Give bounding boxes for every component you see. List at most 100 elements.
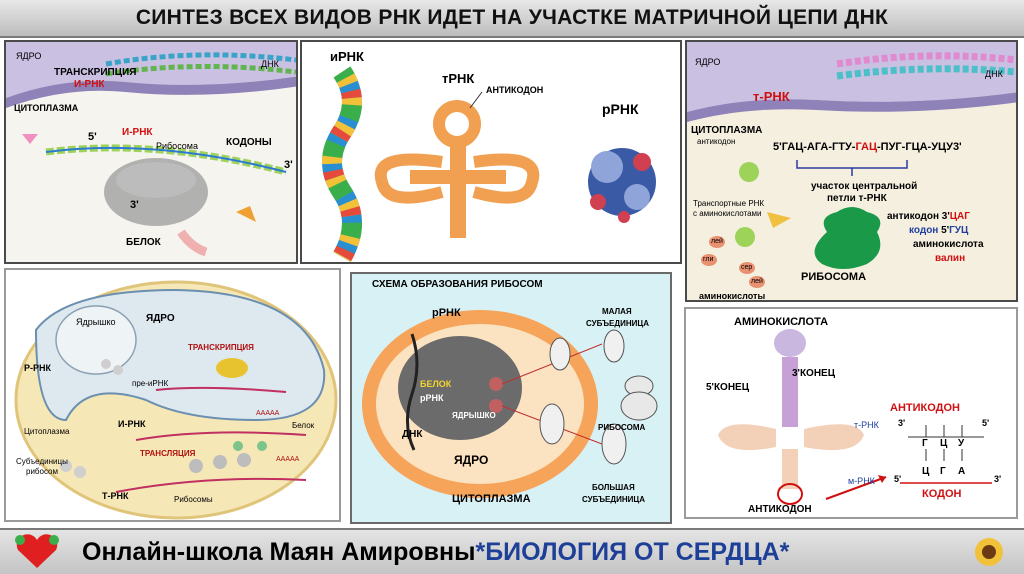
loop-label-line1: участок центральной xyxy=(811,181,918,192)
amino-label: аминокислота xyxy=(913,239,984,250)
tag-ley-2: лей xyxy=(751,278,763,285)
three-prime-label-a: 3' xyxy=(284,159,293,171)
heart-logo-icon xyxy=(15,534,59,568)
trna-title: тРНК xyxy=(442,71,475,86)
rrna-label: Р-РНК xyxy=(24,363,51,373)
trna-label: т-РНК xyxy=(854,420,879,430)
rrna-title: рРНК xyxy=(602,101,639,117)
ribosome-formation-diagram xyxy=(362,310,658,498)
tag-gli: гли xyxy=(703,256,714,263)
small-subunit-line2: СУБЪЕДИНИЦА xyxy=(586,319,649,328)
trna-prime-right: 5' xyxy=(982,418,990,428)
codon-base-1: Ц xyxy=(922,466,930,477)
codon-pairing-diagram xyxy=(718,329,992,505)
small-subunit-line1: МАЛАЯ xyxy=(602,307,632,316)
tag-ley: лей xyxy=(711,238,723,245)
tag-ser: сер xyxy=(741,264,753,271)
anticodon-base-2: Ц xyxy=(940,438,948,449)
protein-label: БЕЛОК xyxy=(126,237,161,248)
nucleolus-label: ЯДРЫШКО xyxy=(452,411,496,420)
ribosome-label: Рибосома xyxy=(156,141,198,151)
mrna-prime-left: 5' xyxy=(894,474,902,484)
mrna-label: И-РНК xyxy=(74,79,105,90)
cell-panel: ЯДРО Ядрышко Р-РНК ТРАНСКРИПЦИЯ пре-иРНК… xyxy=(4,268,341,522)
codon-pairing-panel: АМИНОКИСЛОТА 5'КОНЕЦ 3'КОНЕЦ АНТИКОДОН т… xyxy=(684,307,1018,519)
trna-label: Т-РНК xyxy=(102,491,129,501)
protein-label: БЕЛОК xyxy=(420,379,452,389)
dna-label: ДНК xyxy=(261,59,279,69)
loop-label-line2: петли т-РНК xyxy=(827,193,887,204)
transcription-label: ТРАНСКРИПЦИЯ xyxy=(54,67,137,78)
translation-label: ТРАНСЛЯЦИЯ xyxy=(140,449,196,458)
header-bar: СИНТЕЗ ВСЕХ ВИДОВ РНК ИДЕТ НА УЧАСТКЕ МА… xyxy=(0,0,1024,38)
ribosomes-label: Рибосомы xyxy=(174,495,213,504)
anticodon-row: антикодон 3'ЦАГ xyxy=(887,211,970,222)
pre-mrna-label: пре-иРНК xyxy=(132,379,169,388)
trna-prime-left: 3' xyxy=(898,418,906,428)
anticodon-bottom-label: АНТИКОДОН xyxy=(748,504,812,515)
cell-diagram xyxy=(14,280,338,520)
codon-base-2: Г xyxy=(940,466,946,477)
anticodon-base-3: У xyxy=(958,438,965,449)
mrna-title: иРНК xyxy=(330,49,364,64)
footer-bar: Онлайн-школа Маян Амировны*БИОЛОГИЯ ОТ С… xyxy=(0,528,1024,574)
ribosome-formation-title: СХЕМА ОБРАЗОВАНИЯ РИБОСОМ xyxy=(372,279,543,290)
large-subunit-line1: БОЛЬШАЯ xyxy=(592,483,635,492)
polya-tail-a: AAAAA xyxy=(256,410,280,417)
mrna-label: м-РНК xyxy=(848,476,875,486)
subunits-line1: Субъединицы xyxy=(16,457,68,466)
transcription-panel: ЯДРО ДНК ТРАНСКРИПЦИЯ И-РНК ЦИТОПЛАЗМА 5… xyxy=(4,40,298,264)
rna-sequence: 5'ГАЦ-АГА-ГТУ-ГАЦ-ПУГ-ГЦА-УЦУ3' xyxy=(773,141,962,153)
transcription-label: ТРАНСКРИПЦИЯ xyxy=(188,343,254,352)
anticodon-base-1: Г xyxy=(922,438,928,449)
school-slogan: *БИОЛОГИЯ ОТ СЕРДЦА* xyxy=(475,538,790,566)
cytoplasm-label: ЦИТОПЛАЗМА xyxy=(452,493,531,505)
ribosome-label: РИБОСОМА xyxy=(598,423,646,432)
transcription-diagram xyxy=(6,42,296,257)
cytoplasm-label: ЦИТОПЛАЗМА xyxy=(14,103,79,113)
ribosome-label: РИБОСОМА xyxy=(801,271,867,283)
footer-text: Онлайн-школа Маян Амировны*БИОЛОГИЯ ОТ С… xyxy=(82,538,789,567)
codon-base-3: А xyxy=(958,466,966,477)
rna-types-panel: иРНК тРНК АНТИКОДОН рРНК xyxy=(300,40,682,264)
five-prime-label: 5' xyxy=(88,131,97,143)
translation-diagram xyxy=(687,42,1016,288)
mrna-prime-right: 3' xyxy=(994,474,1002,484)
nucleolus-label: Ядрышко xyxy=(76,317,116,327)
mrna-label: И-РНК xyxy=(118,419,146,429)
codons-label: КОДОНЫ xyxy=(226,137,272,148)
ribosome-formation-panel: СХЕМА ОБРАЗОВАНИЯ РИБОСОМ рРНК МАЛАЯ СУБ… xyxy=(350,272,672,524)
protein-label: Белок xyxy=(292,421,315,430)
five-end-label: 5'КОНЕЦ xyxy=(706,382,750,393)
mrna-label-2: И-РНК xyxy=(122,127,153,138)
amino-value: валин xyxy=(935,253,966,264)
anticodon-label: АНТИКОДОН xyxy=(486,85,544,95)
transport-line1: Транспортные РНК xyxy=(693,199,765,208)
rrna-label: рРНК xyxy=(432,307,461,319)
three-end-label: 3'КОНЕЦ xyxy=(792,368,836,379)
cytoplasm-label: Цитоплазма xyxy=(24,427,70,436)
amino-acid-label: АМИНОКИСЛОТА xyxy=(734,316,829,328)
translation-panel: ЯДРО ДНК т-РНК ЦИТОПЛАЗМА антикодон 5'ГА… xyxy=(685,40,1018,302)
anticodon-title: АНТИКОДОН xyxy=(890,402,960,414)
page-title: СИНТЕЗ ВСЕХ ВИДОВ РНК ИДЕТ НА УЧАСТКЕ МА… xyxy=(135,6,889,29)
dna-label: ДНК xyxy=(985,69,1003,79)
large-subunit-line2: СУБЪЕДИНИЦА xyxy=(582,495,645,504)
nucleus-label: ЯДРО xyxy=(695,57,721,67)
amino-acids-label: аминокислоты xyxy=(699,291,766,301)
transport-line2: с аминокислотами xyxy=(693,209,762,218)
nucleus-label: ЯДРО xyxy=(454,453,489,467)
polya-tail-b: AAAAA xyxy=(276,456,300,463)
three-prime-label-b: 3' xyxy=(130,199,139,211)
cytoplasm-label: ЦИТОПЛАЗМА xyxy=(691,125,763,136)
rrna-label-2: рРНК xyxy=(420,393,444,403)
trna-label: т-РНК xyxy=(753,89,790,104)
nucleus-label: ЯДРО xyxy=(146,313,175,324)
dna-label: ДНК xyxy=(402,429,423,440)
school-name: Онлайн-школа Маян Амировны xyxy=(82,538,476,566)
rna-types-diagram xyxy=(322,66,656,262)
codon-row: кодон 5'ГУЦ xyxy=(909,225,969,236)
anticodon-small-label: антикодон xyxy=(697,137,736,146)
sunflower-icon xyxy=(975,538,1003,566)
codon-title: КОДОН xyxy=(922,488,962,500)
